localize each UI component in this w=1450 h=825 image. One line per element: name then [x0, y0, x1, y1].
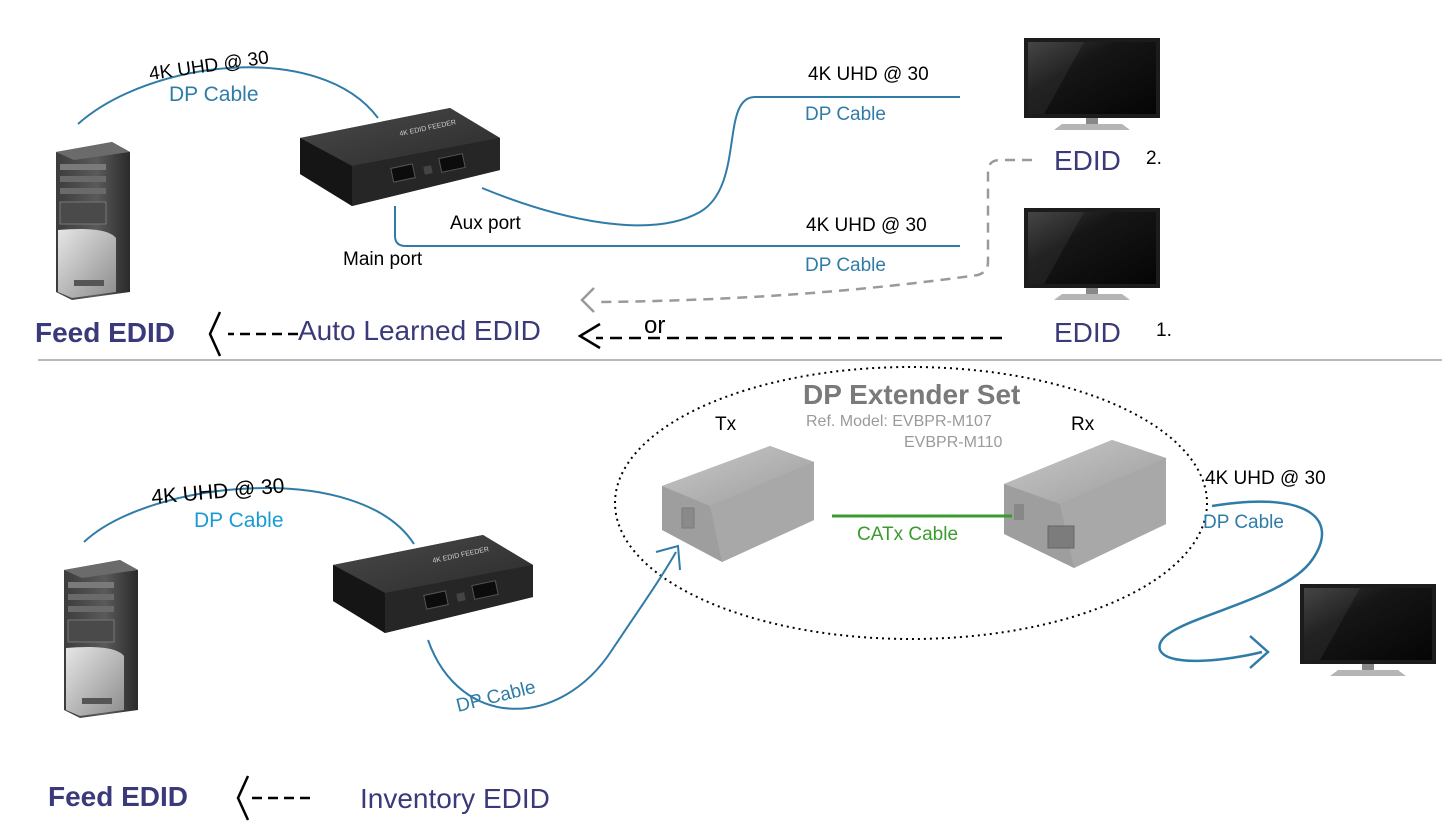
monitor2-speed: 4K UHD @ 30	[808, 64, 929, 85]
main-port-label: Main port	[343, 249, 423, 270]
bottom-pc-cable-speed: 4K UHD @ 30	[150, 474, 285, 509]
extender-rx-icon	[1004, 440, 1166, 568]
monitor-icon	[1024, 208, 1160, 300]
pc-to-feeder-cable	[77, 66, 379, 125]
out-speed: 4K UHD @ 30	[1205, 468, 1326, 489]
monitor-icon	[1024, 38, 1160, 130]
bottom-pc-to-feeder-cable	[83, 487, 415, 545]
extender-set-outline	[614, 366, 1208, 640]
edid2-arrowhead-icon	[580, 287, 595, 313]
pc-tower-icon	[55, 141, 131, 301]
or-label: or	[644, 312, 665, 339]
rx-label: Rx	[1071, 414, 1095, 435]
out-cable: DP Cable	[1203, 512, 1284, 533]
bottom-pc-cable-label: DP Cable	[194, 509, 284, 532]
aux-port-label: Aux port	[450, 213, 521, 234]
monitor2-cable: DP Cable	[805, 104, 886, 125]
monitor1-number: 1.	[1156, 320, 1172, 341]
inventory-edid: Inventory EDID	[360, 783, 550, 814]
aux-cable	[481, 96, 960, 227]
monitor-icon	[1300, 584, 1436, 676]
monitor1-speed: 4K UHD @ 30	[806, 215, 927, 236]
top-pc-cable-label: DP Cable	[169, 83, 259, 106]
monitor2-edid: EDID	[1054, 145, 1121, 176]
feeder-to-tx-cable	[427, 551, 677, 710]
extender-tx-icon	[662, 446, 814, 562]
edid1-arrowhead-icon	[577, 322, 601, 350]
ref-model-line2: EVBPR-M110	[904, 434, 1003, 451]
inventory-arrowhead-icon	[236, 775, 250, 821]
auto-learned-edid: Auto Learned EDID	[298, 315, 541, 346]
feeder-out-cable-label: DP Cable	[454, 677, 538, 717]
catx-cable-label: CATx Cable	[857, 524, 958, 545]
top-feed-edid: Feed EDID	[35, 317, 175, 348]
monitor-arrowhead-icon	[1249, 635, 1270, 669]
main-cable	[394, 206, 960, 247]
tx-arrowhead-icon	[655, 544, 681, 571]
bottom-feed-edid: Feed EDID	[48, 781, 188, 812]
ref-model-line1: Ref. Model: EVBPR-M107	[806, 413, 992, 430]
edid-feeder-device-icon	[332, 534, 534, 634]
top-pc-cable-speed: 4K UHD @ 30	[148, 47, 270, 85]
tx-label: Tx	[715, 414, 737, 435]
pc-tower-icon	[63, 559, 139, 719]
feed-edid-arrowhead-icon	[208, 311, 222, 357]
extender-title: DP Extender Set	[803, 379, 1020, 410]
rx-to-monitor-cable	[1158, 500, 1324, 663]
edid-feeder-device-icon	[299, 107, 501, 207]
monitor1-cable: DP Cable	[805, 255, 886, 276]
monitor1-edid: EDID	[1054, 317, 1121, 348]
monitor2-number: 2.	[1146, 148, 1162, 169]
edid2-dashed-path	[599, 158, 1032, 304]
